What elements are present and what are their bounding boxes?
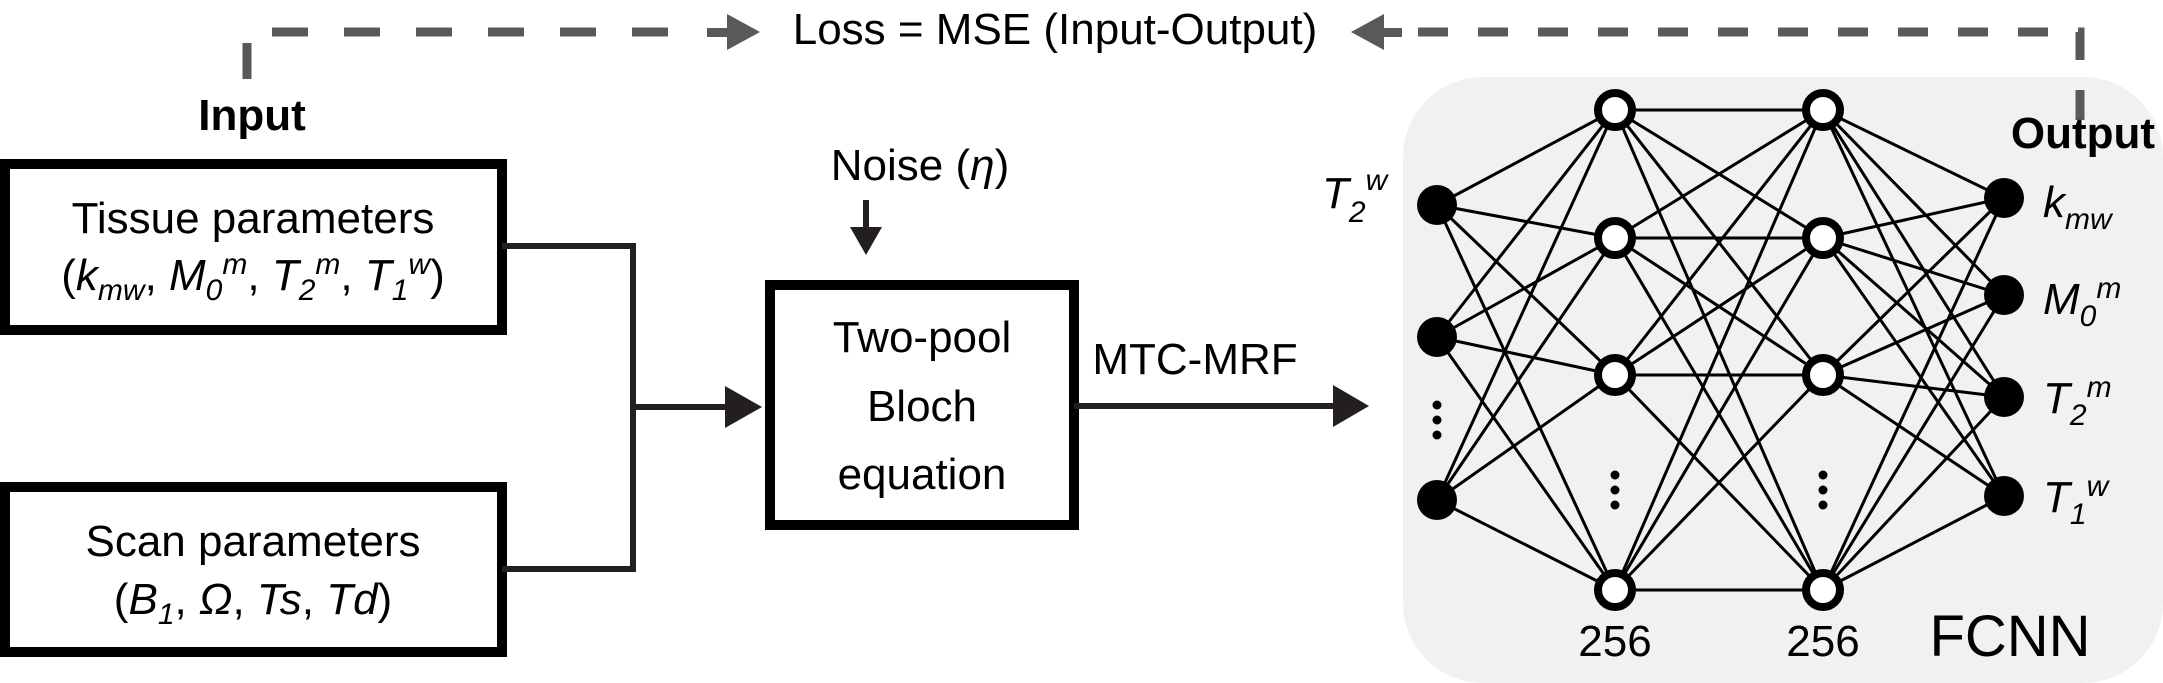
scan-parameters-box[interactable]: Scan parameters (B1, Ω, Ts, Td) — [0, 482, 507, 657]
signal-arrow-icon — [1333, 385, 1369, 427]
fcnn-label: FCNN — [1929, 604, 2090, 669]
edge-l1-3-2 — [1613, 373, 1825, 592]
ellipsis-dot-2-0 — [1818, 470, 1828, 480]
bloch-line-3: equation — [838, 450, 1007, 499]
output-label-t1w: T1w — [2043, 470, 2111, 531]
loss-dashed-right — [1418, 27, 2085, 130]
edge-l0-1-3 — [1435, 336, 1617, 591]
edge-l1-2-1 — [1614, 236, 1824, 377]
hidden-node-1-1 — [1594, 217, 1636, 259]
bloch-equation-box[interactable]: Two-pool Bloch equation — [765, 280, 1079, 530]
bloch-line-1: Two-pool — [833, 313, 1012, 362]
edge-l1-2-0 — [1613, 109, 1825, 376]
edge-l0-0-3 — [1435, 204, 1617, 591]
loss-arrow-right-shaft — [707, 28, 729, 37]
hidden-node-1-2 — [1594, 354, 1636, 396]
loss-label: Loss = MSE (Input-Output) — [793, 5, 1318, 54]
merge-connector — [502, 243, 735, 572]
ellipsis-dot-1-0 — [1610, 470, 1620, 480]
edge-l1-1-0 — [1614, 108, 1824, 240]
edge-l2-1-2 — [1822, 236, 2005, 399]
loss-arrow-right-icon — [727, 14, 760, 50]
hidden-node-2-3 — [1802, 569, 1844, 611]
hidden-node-2-1 — [1802, 217, 1844, 259]
output-node-3-0 — [1984, 178, 2024, 218]
output-node-3-2 — [1984, 377, 2024, 417]
loss-dashed-left — [242, 27, 690, 79]
merge-arrow-icon — [725, 386, 762, 428]
ellipsis-dot-1-2 — [1610, 500, 1620, 510]
edge-l2-0-0 — [1822, 108, 2005, 200]
signal-label: MTC-MRF — [1092, 335, 1297, 384]
edge-l2-2-1 — [1822, 293, 2005, 377]
edge-l1-3-1 — [1613, 237, 1825, 591]
output-label-t2m: T2m — [2043, 371, 2112, 432]
ellipsis-dot-0-2 — [1432, 430, 1442, 440]
bloch-line-2: Bloch — [867, 382, 977, 431]
input-node-0-0 — [1417, 185, 1457, 225]
edge-l2-1-0 — [1822, 196, 2005, 240]
scan-parameters-title: Scan parameters — [85, 517, 420, 566]
input-node-0-1 — [1417, 317, 1457, 357]
output-heading: Output — [2011, 109, 2156, 158]
scan-parameters-list: (B1, Ω, Ts, Td) — [114, 575, 392, 631]
edge-l2-2-2 — [1822, 373, 2005, 399]
edge-l0-1-1 — [1436, 236, 1616, 339]
edge-l2-1-3 — [1821, 237, 2006, 497]
edge-l0-2-2 — [1436, 373, 1616, 502]
ellipsis-dot-2-2 — [1818, 500, 1828, 510]
edge-l2-3-1 — [1821, 294, 2006, 591]
noise-label: Noise (η) — [831, 141, 1009, 190]
tissue-parameters-box[interactable]: Tissue parameters (kmw, M0m, T2m, T1w) — [0, 159, 507, 335]
edge-l2-3-0 — [1821, 197, 2006, 591]
edge-l0-1-2 — [1436, 335, 1616, 377]
network-nodes — [1417, 89, 2024, 611]
output-node-3-3 — [1984, 476, 2024, 516]
ellipsis-dot-1-1 — [1610, 485, 1620, 495]
edge-l0-0-2 — [1435, 203, 1617, 377]
hidden-node-1-3 — [1594, 569, 1636, 611]
loss-feedback-path — [242, 27, 2085, 130]
output-label-m0m: M0m — [2043, 272, 2121, 333]
ellipsis-dot-0-1 — [1432, 415, 1442, 425]
ellipsis-dot-0-0 — [1432, 400, 1442, 410]
edge-l0-1-0 — [1435, 109, 1617, 338]
hidden-layer-1-size: 256 — [1578, 617, 1651, 666]
input-node-0-2 — [1417, 480, 1457, 520]
edge-l0-2-0 — [1435, 109, 1617, 501]
edge-l2-3-2 — [1821, 395, 2006, 592]
edge-l2-1-1 — [1822, 236, 2005, 297]
loss-arrow-left-icon — [1351, 14, 1384, 50]
edge-l0-0-0 — [1436, 108, 1616, 207]
edge-l2-2-3 — [1822, 373, 2005, 498]
output-node-3-1 — [1984, 275, 2024, 315]
tissue-parameters-list: (kmw, M0m, T2m, T1w) — [61, 248, 445, 307]
output-label-kmw: kmw — [2043, 178, 2114, 236]
edge-l1-3-0 — [1613, 109, 1825, 591]
input-node-label: T2w — [1322, 164, 1390, 229]
hidden-node-1-0 — [1594, 89, 1636, 131]
noise-arrow-icon — [850, 227, 882, 255]
network-edges — [1435, 108, 2006, 592]
edge-l2-0-2 — [1821, 109, 2006, 398]
input-heading: Input — [198, 91, 306, 140]
edge-l0-2-1 — [1435, 237, 1617, 501]
edge-l0-2-3 — [1436, 498, 1616, 592]
hidden-node-2-0 — [1802, 89, 1844, 131]
hidden-layer-2-size: 256 — [1786, 617, 1859, 666]
loss-arrow-left-shaft — [1382, 28, 1402, 37]
edge-l2-2-0 — [1821, 196, 2006, 377]
edge-l2-0-3 — [1821, 109, 2006, 497]
edge-l2-3-3 — [1822, 494, 2005, 592]
ellipsis-dot-2-1 — [1818, 485, 1828, 495]
hidden-node-2-2 — [1802, 354, 1844, 396]
tissue-parameters-title: Tissue parameters — [72, 194, 435, 243]
